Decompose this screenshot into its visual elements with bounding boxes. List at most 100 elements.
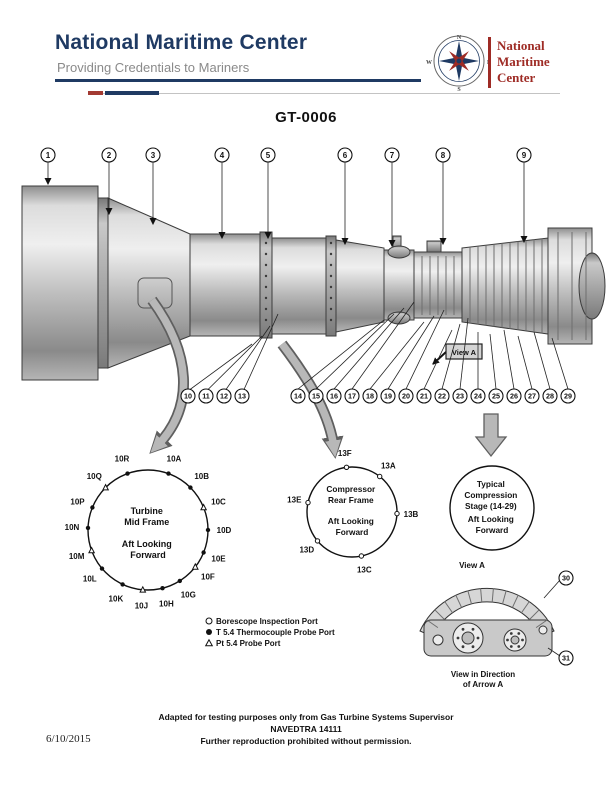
logo-text: National Maritime Center (497, 38, 550, 86)
label-line: Aft Looking (122, 539, 172, 549)
callout-number: 4 (220, 151, 225, 160)
turbine-mid-frame-ports: 10A10B10C10D10E10F10G10H10J10K10L10M10N1… (65, 454, 232, 610)
label-line: Typical (477, 479, 505, 489)
port-marker-dot (205, 527, 211, 533)
callout-number: 8 (441, 151, 446, 160)
callout-circle (344, 388, 360, 404)
callout-31: 31 (547, 647, 574, 666)
port-label: 10G (181, 590, 196, 599)
port-label: 13D (299, 546, 314, 555)
callout-number: 16 (330, 392, 338, 401)
callout-3: 3 (145, 147, 161, 226)
label-line: Forward (476, 525, 509, 535)
label-line: Stage (14-29) (465, 501, 517, 511)
compass-point-s (455, 61, 463, 81)
port-marker-dot (85, 525, 91, 531)
compass-hub (456, 58, 462, 64)
callout-19: 19 (380, 315, 435, 404)
callout-12: 12 (216, 325, 271, 404)
compass-point-n (455, 41, 463, 61)
gear-hub-large (461, 631, 475, 645)
callout-number: 18 (366, 392, 374, 401)
port-marker-circle (377, 473, 383, 480)
label-line: Forward (130, 550, 166, 560)
callout-circle (216, 388, 232, 404)
port-marker-dot (201, 550, 206, 555)
callout-circle (380, 388, 396, 404)
callout-circle (101, 147, 117, 163)
callout-circle (384, 147, 400, 163)
callout-number: 30 (562, 574, 570, 583)
callout-24: 24 (470, 332, 486, 404)
callout-number: 6 (343, 151, 348, 160)
callout-circle (234, 388, 250, 404)
callout-21: 21 (416, 329, 453, 404)
logo-line-3: Center (497, 70, 536, 85)
legend-borescope-label: Borescope Inspection Port (216, 617, 318, 626)
view-a-detail-title: View A (459, 561, 485, 570)
callout-number: 10 (184, 392, 192, 401)
callout-number: 15 (312, 392, 320, 401)
callout-circle (434, 388, 450, 404)
callout-number: 9 (522, 151, 527, 160)
callout-circle (416, 388, 432, 404)
port-marker-dot (120, 582, 125, 587)
callout-circle (145, 147, 161, 163)
emblem-inner-ring (438, 40, 480, 82)
callout-circle (180, 388, 196, 404)
callout-circle (516, 147, 532, 163)
callout-29: 29 (551, 337, 576, 404)
port-marker-circle (394, 510, 400, 517)
engine-exhaust-dome (578, 252, 606, 320)
legend-thermocouple-icon (206, 629, 212, 635)
callout-7: 7 (384, 147, 400, 248)
header-subtitle: Providing Credentials to Mariners (57, 60, 250, 75)
callout-circle (488, 388, 504, 404)
compass-point-w (439, 57, 459, 65)
port-marker-circle (305, 499, 311, 506)
view-a-detail: View A View in Direction of Arrow A (419, 561, 555, 689)
callout-6: 6 (337, 147, 353, 246)
port-marker-circle (314, 538, 321, 544)
engine-detail-decor (264, 232, 587, 649)
callout-circle (326, 388, 342, 404)
callout-26: 26 (503, 329, 522, 404)
callout-number: 11 (202, 392, 210, 401)
page-date: 6/10/2015 (46, 733, 91, 745)
callout-number: 19 (384, 392, 392, 401)
callout-circle (362, 388, 378, 404)
port-marker-dot (188, 485, 193, 490)
engine-compressor-front-case (189, 233, 261, 337)
callout-27: 27 (517, 335, 540, 404)
callout-5: 5 (260, 147, 276, 240)
actuator-body (423, 619, 553, 657)
port-marker-triangle (139, 585, 147, 593)
callout-30: 30 (543, 570, 574, 599)
callout-4: 4 (214, 147, 230, 240)
callout-number: 13 (238, 392, 246, 401)
callout-number: 17 (348, 392, 356, 401)
engine-top-fitting (426, 240, 442, 253)
compression-stage-text: Typical Compression Stage (14-29) Aft Lo… (464, 479, 519, 535)
engine-combustor-case (383, 249, 415, 321)
port-marker-dot (166, 471, 171, 476)
callout-number: 23 (456, 392, 464, 401)
callout-2: 2 (101, 147, 117, 216)
port-label: 10N (65, 523, 80, 532)
port-marker-dot (125, 471, 130, 476)
callout-number: 27 (528, 392, 536, 401)
callout-circle (398, 388, 414, 404)
compass-letter-w: W (426, 60, 432, 66)
callout-17: 17 (344, 301, 415, 404)
callout-circle (524, 388, 540, 404)
callout-16: 16 (326, 307, 405, 404)
nmc-logo-emblem: N E S W (426, 35, 491, 93)
callout-number: 3 (151, 151, 156, 160)
pivot-right (538, 625, 548, 635)
port-marker-dot (160, 586, 165, 591)
label-line: Forward (336, 527, 369, 537)
compass-letter-n: N (457, 35, 462, 41)
callout-number: 31 (562, 654, 570, 663)
